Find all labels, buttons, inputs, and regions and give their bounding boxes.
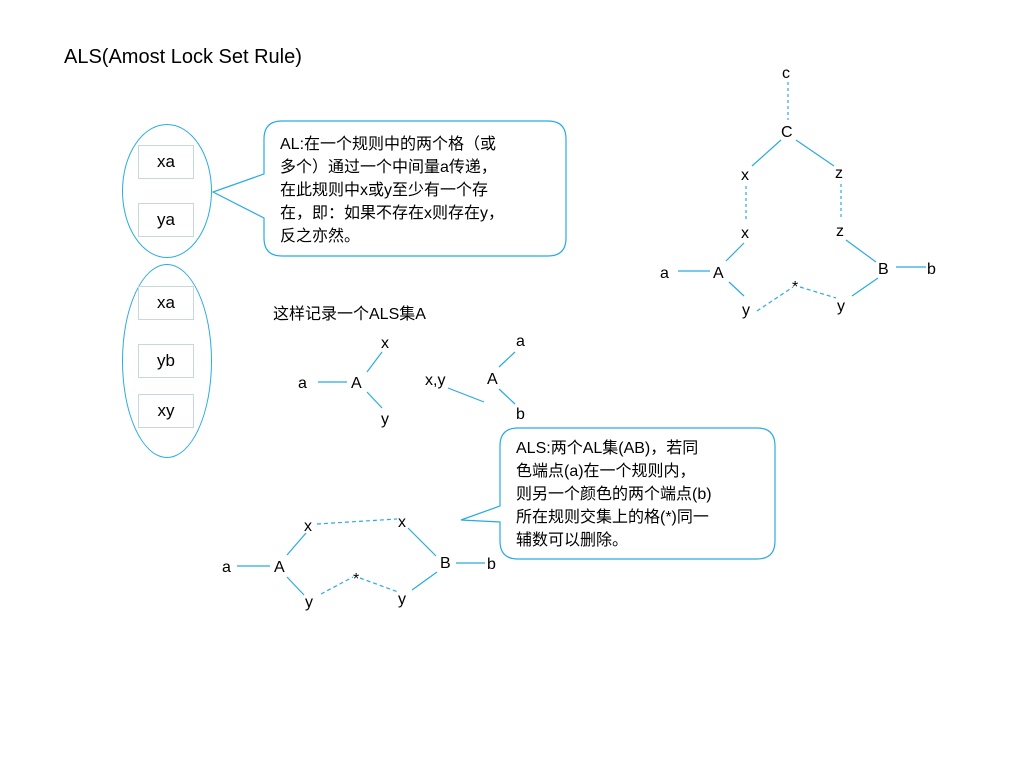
bd-y2: y — [398, 591, 406, 608]
als-line-4: 所在规则交集上的格(*)同一 — [516, 509, 709, 526]
rd-b: b — [927, 261, 936, 278]
bd-x2: x — [398, 514, 406, 531]
page-title: ALS(Amost Lock Set Rule) — [64, 46, 302, 68]
al-callout-bubble — [211, 120, 567, 257]
cell-box-xa-2[interactable]: xa — [138, 286, 194, 320]
group-oval-2 — [122, 264, 212, 458]
cell-box-xa-1[interactable]: xa — [138, 145, 194, 179]
sd2-A: A — [487, 371, 498, 388]
sd1-x: x — [381, 335, 389, 352]
al-bubble-text: AL:在一个规则中的两个格（或 多个）通过一个中间量a传递， 在此规则中x或y至… — [280, 133, 504, 248]
right-diagram — [678, 82, 926, 312]
bd-star: * — [353, 571, 359, 588]
sd2-a: a — [516, 333, 525, 350]
sd2-xy: x,y — [425, 372, 445, 389]
sd2-b: b — [516, 406, 525, 423]
als-caption: 这样记录一个ALS集A — [273, 306, 426, 323]
rd-z1: z — [835, 165, 843, 182]
als-line-5: 辅数可以删除。 — [516, 532, 629, 549]
small-diagram-2 — [447, 351, 516, 405]
bottom-diagram — [237, 518, 485, 596]
cell-box-xy[interactable]: xy — [138, 394, 194, 428]
al-line-2: 多个）通过一个中间量a传递， — [280, 159, 497, 176]
sd1-y: y — [381, 411, 389, 428]
al-line-1: AL:在一个规则中的两个格（或 — [280, 136, 497, 153]
rd-x1: x — [741, 167, 749, 184]
sd1-a: a — [298, 375, 307, 392]
bd-A: A — [274, 559, 285, 576]
als-line-2: 色端点(a)在一个规则内， — [516, 463, 696, 480]
rd-A: A — [713, 265, 724, 282]
rd-B: B — [878, 261, 889, 278]
rd-c: c — [782, 65, 790, 82]
rd-a: a — [660, 265, 669, 282]
rd-y1: y — [742, 302, 750, 319]
als-callout-bubble — [460, 427, 776, 560]
al-line-5: 反之亦然。 — [280, 228, 361, 245]
small-diagram-1 — [318, 351, 383, 409]
als-bubble-text: ALS:两个AL集(AB)，若同 色端点(a)在一个规则内， 则另一个颜色的两个… — [516, 437, 712, 552]
bd-B: B — [440, 555, 451, 572]
rd-z2: z — [836, 223, 844, 240]
rd-star: * — [792, 279, 798, 296]
cell-box-ya[interactable]: ya — [138, 203, 194, 237]
bd-x1: x — [304, 518, 312, 535]
sd1-A: A — [351, 375, 362, 392]
al-line-4: 在，即：如果不存在x则存在y， — [280, 205, 505, 222]
rd-C: C — [781, 124, 793, 141]
bd-y1: y — [305, 594, 313, 611]
bd-b: b — [487, 556, 496, 573]
cell-box-yb[interactable]: yb — [138, 344, 194, 378]
al-line-3: 在此规则中x或y至少有一个存 — [280, 182, 489, 199]
als-line-3: 则另一个颜色的两个端点(b) — [516, 486, 712, 503]
rd-x2: x — [741, 225, 749, 242]
rd-y2: y — [837, 298, 845, 315]
group-oval-1 — [122, 124, 212, 258]
bd-a: a — [222, 559, 231, 576]
als-line-1: ALS:两个AL集(AB)，若同 — [516, 440, 699, 457]
